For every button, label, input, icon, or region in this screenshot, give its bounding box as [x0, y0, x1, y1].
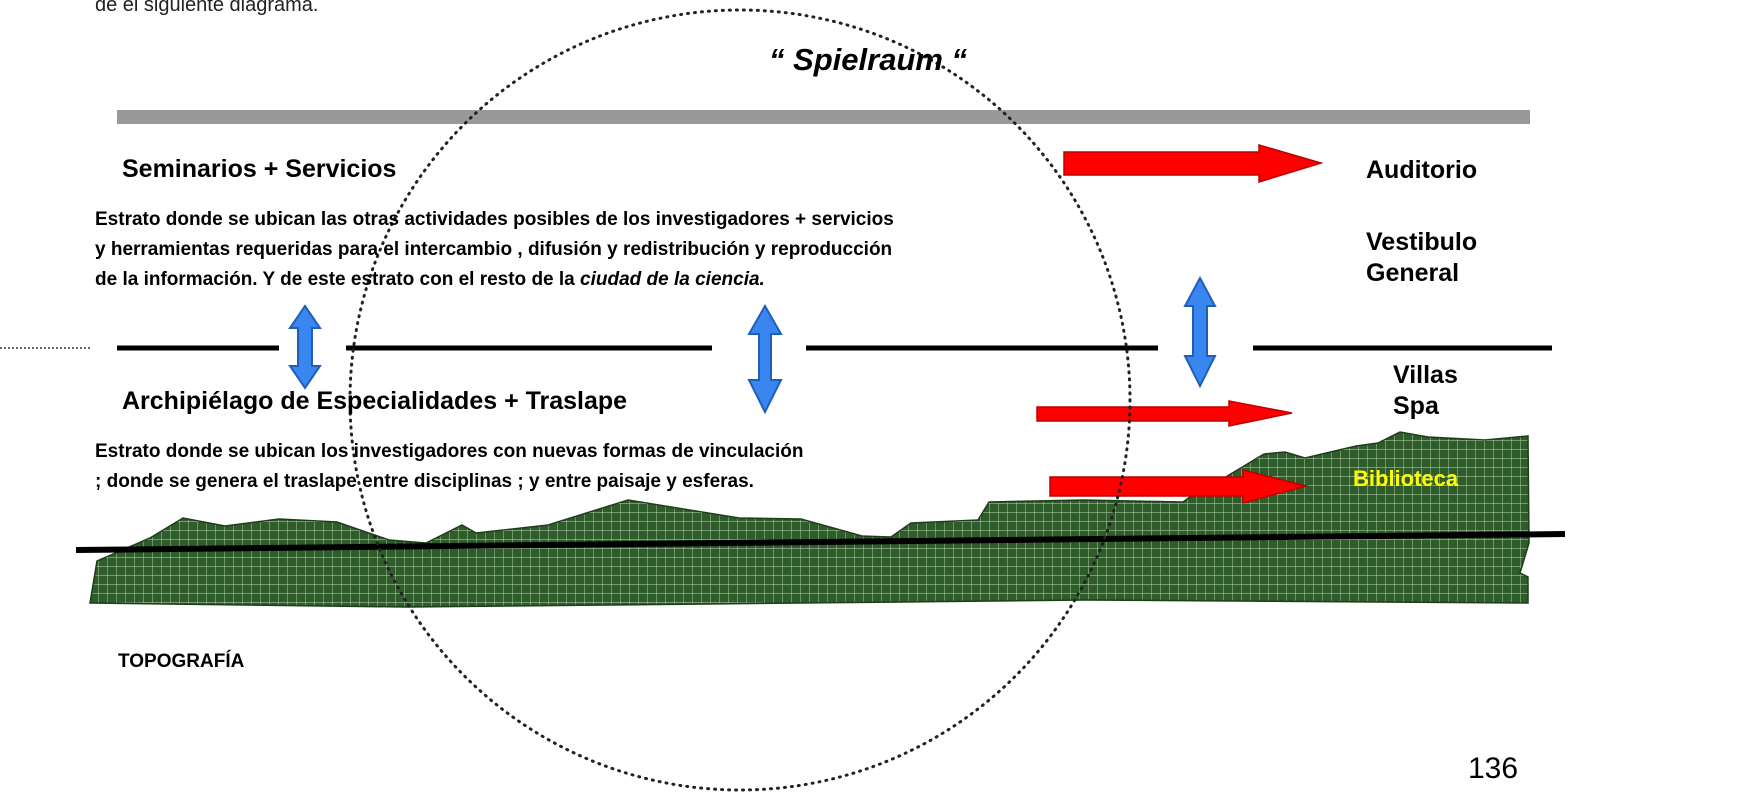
title-text: “ Spielraum “ [768, 42, 968, 77]
page-number: 136 [1468, 752, 1519, 785]
label-villas-spa: Villas Spa [1393, 360, 1458, 422]
upper-desc-line-2: y herramientas requeridas para el interc… [95, 239, 893, 260]
label-villas: Villas [1393, 361, 1458, 389]
blue-double-arrow-3 [1183, 275, 1217, 389]
upper-desc-line-3: de la información. Y de este estrato con… [95, 265, 894, 295]
label-biblioteca: Biblioteca [1353, 466, 1459, 491]
ground-line [75, 531, 1566, 553]
label-spa: Spa [1393, 392, 1439, 420]
upper-desc-line-1: Estrato donde se ubican las otras activi… [95, 209, 894, 230]
red-arrow-villas-spa [1036, 400, 1293, 427]
lower-stratum-description: Estrato donde se ubican los investigador… [95, 437, 803, 497]
upper-desc-line-3-italic: ciudad de la ciencia. [580, 269, 765, 290]
diagram-title: “ Spielraum “ [0, 42, 1752, 78]
red-arrow-biblioteca [1049, 469, 1309, 504]
lower-desc-line-2: ; donde se genera el traslape entre disc… [95, 471, 754, 492]
upper-stratum-heading: Seminarios + Servicios [122, 155, 397, 183]
intro-text: de el siguiente diagrama. [95, 0, 319, 16]
label-vestibulo-general: Vestibulo General [1366, 227, 1477, 289]
blue-double-arrow-1 [288, 304, 322, 390]
label-auditorio: Auditorio [1366, 156, 1478, 184]
lower-stratum-heading: Archipiélago de Especialidades + Traslap… [122, 387, 628, 415]
terrain-topography [89, 431, 1530, 608]
label-topografia: TOPOGRAFÍA [118, 651, 245, 672]
blue-double-arrow-2 [747, 303, 783, 415]
top-bar [117, 110, 1530, 124]
spielraum-circle [348, 8, 1132, 792]
label-vestibulo-line-1: Vestibulo [1366, 228, 1478, 256]
label-vestibulo-line-2: General [1366, 259, 1460, 287]
upper-stratum-description: Estrato donde se ubican las otras activi… [95, 205, 894, 295]
red-arrow-auditorio [1063, 144, 1324, 184]
lower-desc-line-1: Estrato donde se ubican los investigador… [95, 441, 804, 462]
upper-desc-line-3-prefix: de la información. Y de este estrato con… [95, 269, 581, 290]
